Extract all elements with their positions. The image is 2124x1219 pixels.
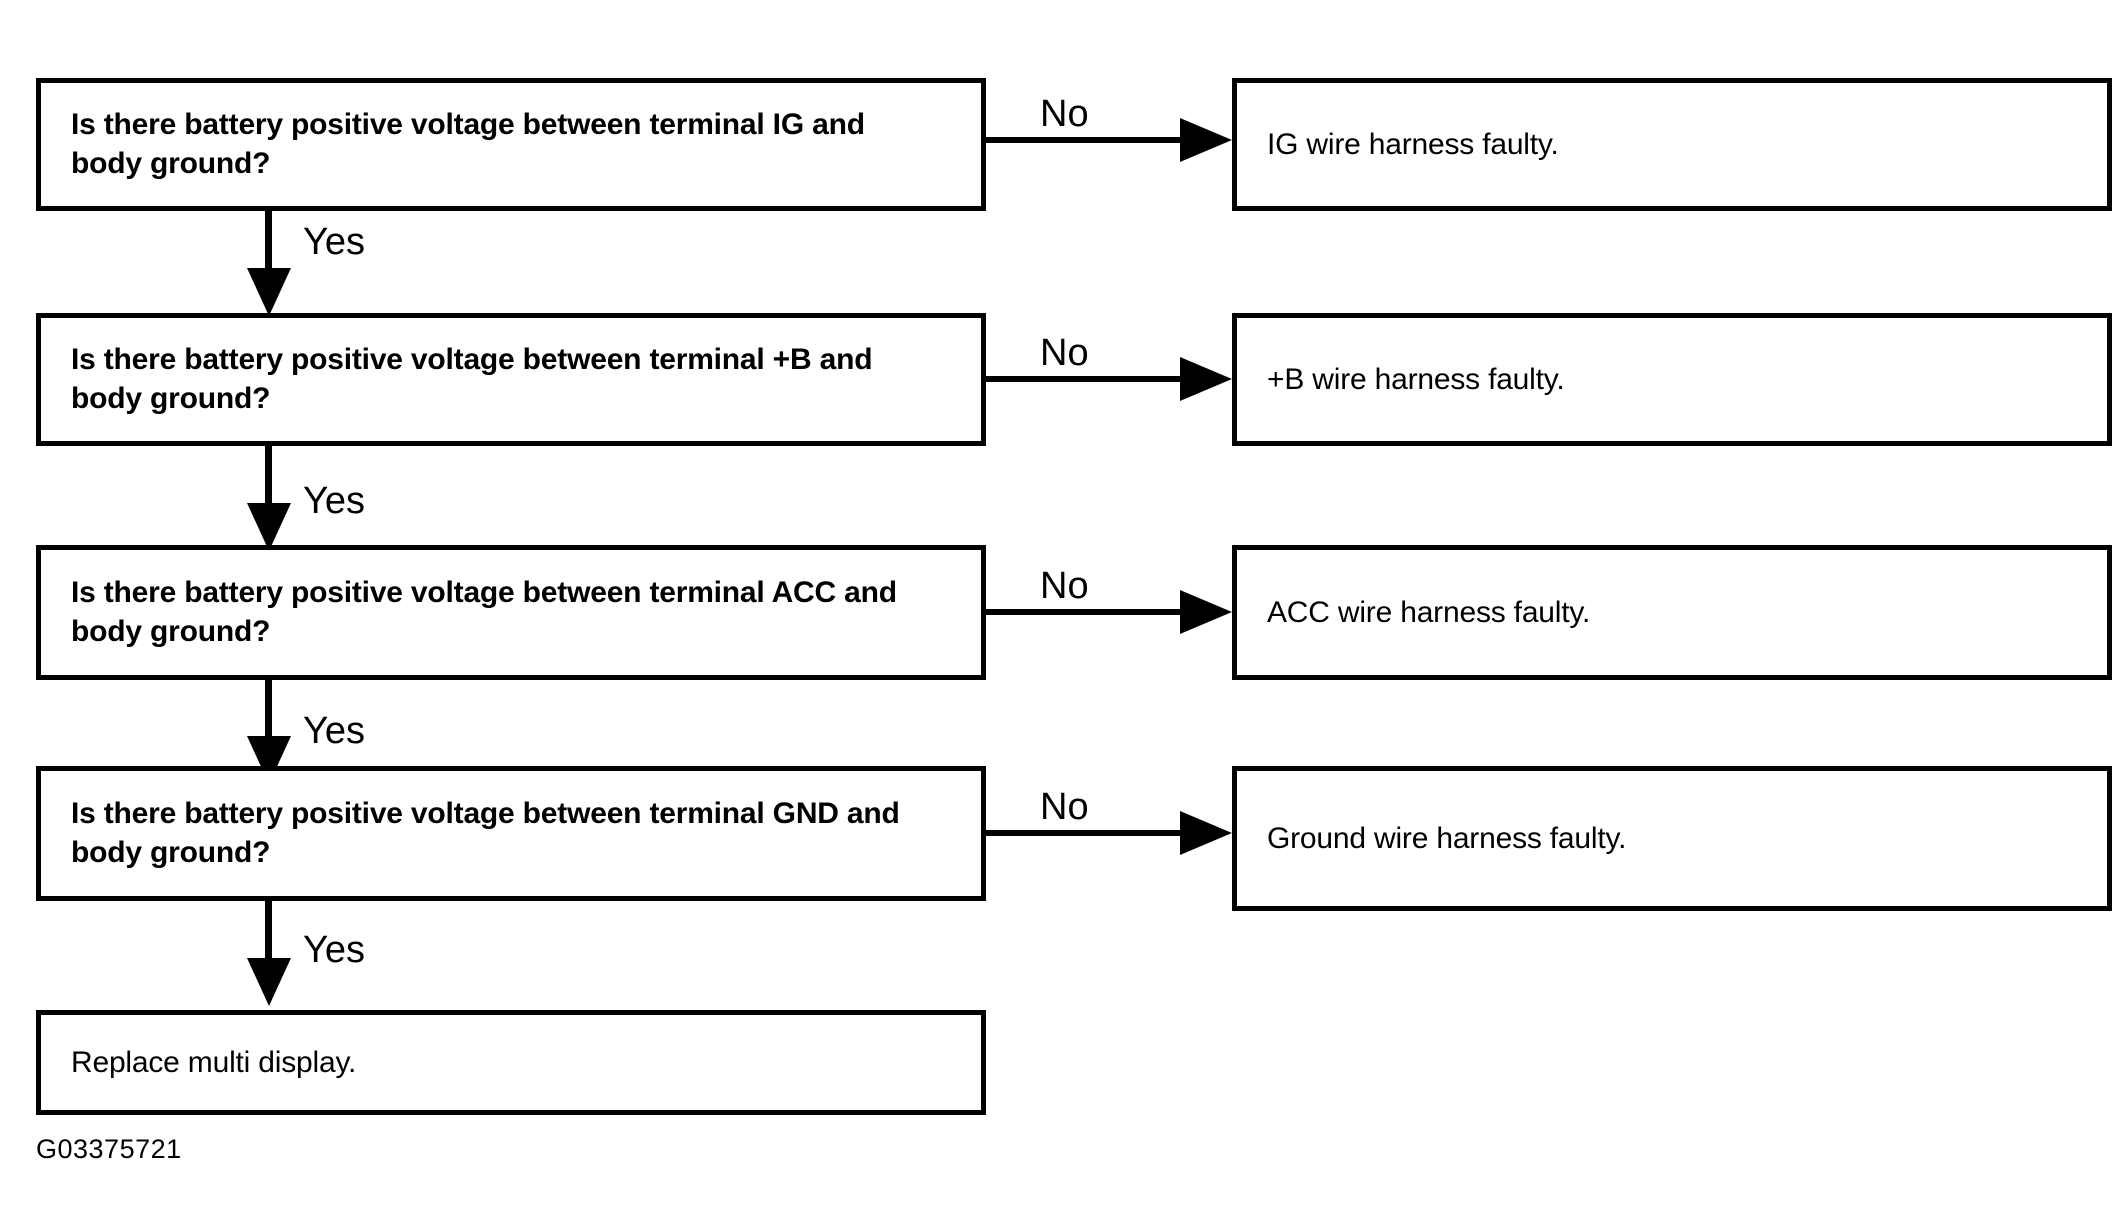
- result-box-gnd[interactable]: Ground wire harness faulty.: [1232, 766, 2112, 911]
- connector-no-gnd: [986, 830, 1196, 836]
- decision-box-gnd[interactable]: Is there battery positive voltage betwee…: [36, 766, 986, 901]
- edge-label-no-gnd: No: [1040, 786, 1089, 828]
- edge-label-yes-acc: Yes: [303, 710, 365, 752]
- arrowhead-yes-gnd: [247, 958, 291, 1006]
- result-box-acc[interactable]: ACC wire harness faulty.: [1232, 545, 2112, 680]
- arrowhead-no-gnd: [1180, 811, 1232, 855]
- result-box-gnd-text: Ground wire harness faulty.: [1267, 821, 1627, 855]
- decision-box-ig[interactable]: Is there battery positive voltage betwee…: [36, 78, 986, 211]
- result-box-ig-text: IG wire harness faulty.: [1267, 127, 1559, 161]
- connector-no-ig: [986, 137, 1196, 143]
- decision-box-plus-b[interactable]: Is there battery positive voltage betwee…: [36, 313, 986, 446]
- result-box-acc-text: ACC wire harness faulty.: [1267, 595, 1591, 629]
- connector-yes-acc: [265, 680, 272, 758]
- result-box-ig[interactable]: IG wire harness faulty.: [1232, 78, 2112, 211]
- action-box-replace-multi-display-text: Replace multi display.: [71, 1045, 357, 1079]
- connector-yes-gnd: [265, 901, 272, 979]
- decision-box-gnd-text: Is there battery positive voltage betwee…: [71, 796, 900, 870]
- edge-label-no-ig: No: [1040, 93, 1089, 135]
- connector-yes-ig: [265, 211, 272, 289]
- connector-no-acc: [986, 609, 1196, 615]
- action-box-replace-multi-display[interactable]: Replace multi display.: [36, 1010, 986, 1115]
- arrowhead-no-ig: [1180, 118, 1232, 162]
- connector-no-plus-b: [986, 376, 1196, 382]
- arrowhead-no-plus-b: [1180, 357, 1232, 401]
- arrowhead-yes-plus-b: [247, 503, 291, 551]
- result-box-plus-b-text: +B wire harness faulty.: [1267, 362, 1565, 396]
- arrowhead-yes-ig: [247, 268, 291, 316]
- decision-box-acc-text: Is there battery positive voltage betwee…: [71, 575, 897, 649]
- decision-box-acc[interactable]: Is there battery positive voltage betwee…: [36, 545, 986, 680]
- decision-box-ig-text: Is there battery positive voltage betwee…: [71, 107, 865, 181]
- figure-id-label: G03375721: [36, 1134, 182, 1164]
- decision-box-plus-b-text: Is there battery positive voltage betwee…: [71, 342, 873, 416]
- edge-label-yes-ig: Yes: [303, 221, 365, 263]
- edge-label-yes-plus-b: Yes: [303, 480, 365, 522]
- result-box-plus-b[interactable]: +B wire harness faulty.: [1232, 313, 2112, 446]
- edge-label-no-plus-b: No: [1040, 332, 1089, 374]
- edge-label-no-acc: No: [1040, 565, 1089, 607]
- edge-label-yes-gnd: Yes: [303, 929, 365, 971]
- connector-yes-plus-b: [265, 446, 272, 524]
- arrowhead-no-acc: [1180, 590, 1232, 634]
